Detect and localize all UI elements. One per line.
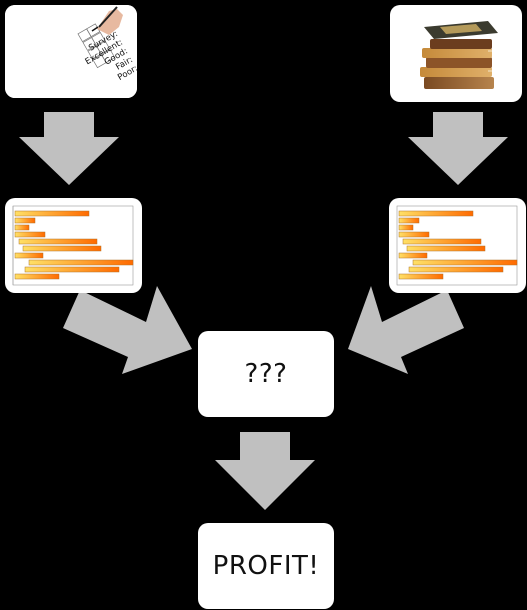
bar-chart-icon xyxy=(396,205,518,286)
arrow-unknown-to-profit xyxy=(215,432,315,510)
books-icon xyxy=(420,21,498,89)
unknown-step-node: ??? xyxy=(198,331,334,417)
arrow-survey-to-chart xyxy=(19,112,119,185)
arrow-chart-left-to-unknown xyxy=(63,286,192,374)
chart-right-card xyxy=(389,198,526,293)
survey-card: Survey: Excellent: Good: Fair: Poor: xyxy=(5,5,137,98)
profit-node: PROFIT! xyxy=(198,523,334,609)
profit-label: PROFIT! xyxy=(212,551,320,581)
chart-left-card xyxy=(5,198,142,293)
unknown-step-label: ??? xyxy=(244,359,288,389)
arrow-books-to-chart xyxy=(408,112,508,185)
books-card xyxy=(390,5,522,102)
bar-chart-icon xyxy=(12,205,134,286)
arrow-chart-right-to-unknown xyxy=(348,286,464,374)
survey-icon xyxy=(5,5,137,98)
